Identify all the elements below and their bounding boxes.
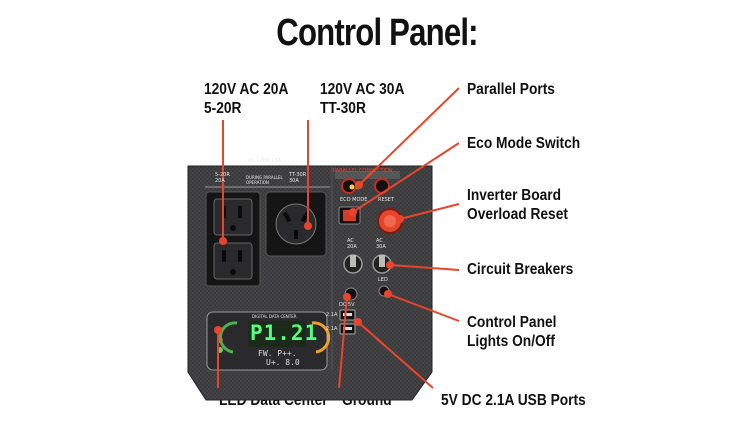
panel-eco-label: ECO MODE <box>340 197 368 203</box>
lcd-sub-1: FW. P++. <box>258 349 297 358</box>
label-eco-mode-switch: Eco Mode Switch <box>467 135 581 152</box>
panel-data-center-label: DIGITAL DATA CENTER <box>252 314 297 319</box>
panel-usb-rating-1: 2.1A <box>326 312 338 318</box>
panel-dc5v-label: DC 5V <box>339 302 355 308</box>
label-usb-ports: 5V DC 2.1A USB Ports <box>441 392 586 409</box>
panel-ac-header: AC 120V 13A <box>248 158 281 164</box>
panel-parallel-header: PARALLEL CONNECTION <box>333 168 393 174</box>
panel-usb-rating-2: 2.1A <box>326 326 338 332</box>
lcd-display: P1.21 <box>248 321 317 347</box>
panel-led-label: LED <box>378 277 388 283</box>
lcd-value: P1.21 <box>250 321 319 345</box>
panel-reset-label: RESET <box>378 197 395 203</box>
lcd-sub-2: U+. 8.0 <box>266 358 300 367</box>
label-parallel-ports: Parallel Ports <box>467 81 555 98</box>
label-circuit-breakers: Circuit Breakers <box>467 261 574 278</box>
callout-lines <box>217 87 460 389</box>
page-title: Control Panel: <box>276 12 478 54</box>
